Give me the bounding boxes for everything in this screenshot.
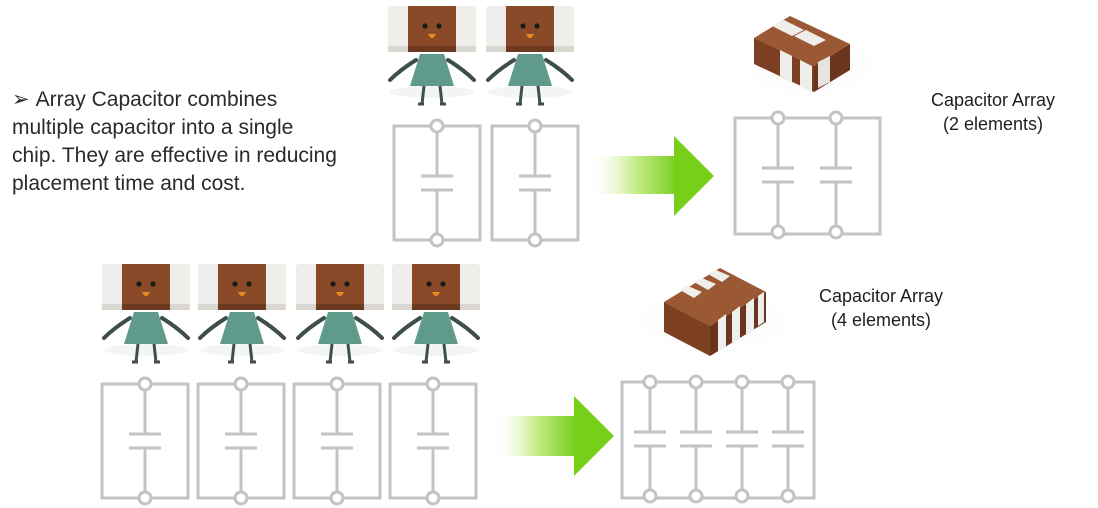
capacitor-character-icon <box>196 262 288 364</box>
bullet-marker: ➢ <box>12 88 30 111</box>
right-arrow-icon <box>492 396 614 476</box>
circuit-separate-4 <box>100 376 478 506</box>
circuit-array-2 <box>733 110 882 240</box>
label-4-line1: Capacitor Array <box>818 286 944 306</box>
array-chip-icon <box>734 16 886 104</box>
capacitor-cell <box>100 376 190 506</box>
right-arrow-icon <box>588 136 714 216</box>
capacitor-character-icon <box>386 4 478 106</box>
character-group-top <box>386 4 576 106</box>
character-group-bottom <box>100 262 482 364</box>
capacitor-cell <box>490 118 580 248</box>
label-capacitor-array-4: Capacitor Array (4 elements) <box>796 284 966 332</box>
capacitor-cell <box>392 118 482 248</box>
label-2-line2: (2 elements) <box>942 114 1044 134</box>
array-chip-icon <box>622 268 806 358</box>
capacitor-character-icon <box>390 262 482 364</box>
capacitor-character-icon <box>100 262 192 364</box>
circuit-array-4 <box>620 374 816 504</box>
capacitor-character-icon <box>294 262 386 364</box>
capacitor-cell <box>292 376 382 506</box>
capacitor-cell <box>388 376 478 506</box>
description-body: Array Capacitor combines multiple capaci… <box>12 88 337 195</box>
capacitor-cell <box>196 376 286 506</box>
circuit-separate-2 <box>392 118 580 248</box>
label-4-line2: (4 elements) <box>830 310 932 330</box>
label-2-line1: Capacitor Array <box>930 90 1056 110</box>
capacitor-character-icon <box>484 4 576 106</box>
label-capacitor-array-2: Capacitor Array (2 elements) <box>918 88 1068 136</box>
description-text: ➢Array Capacitor combines multiple capac… <box>12 86 342 198</box>
